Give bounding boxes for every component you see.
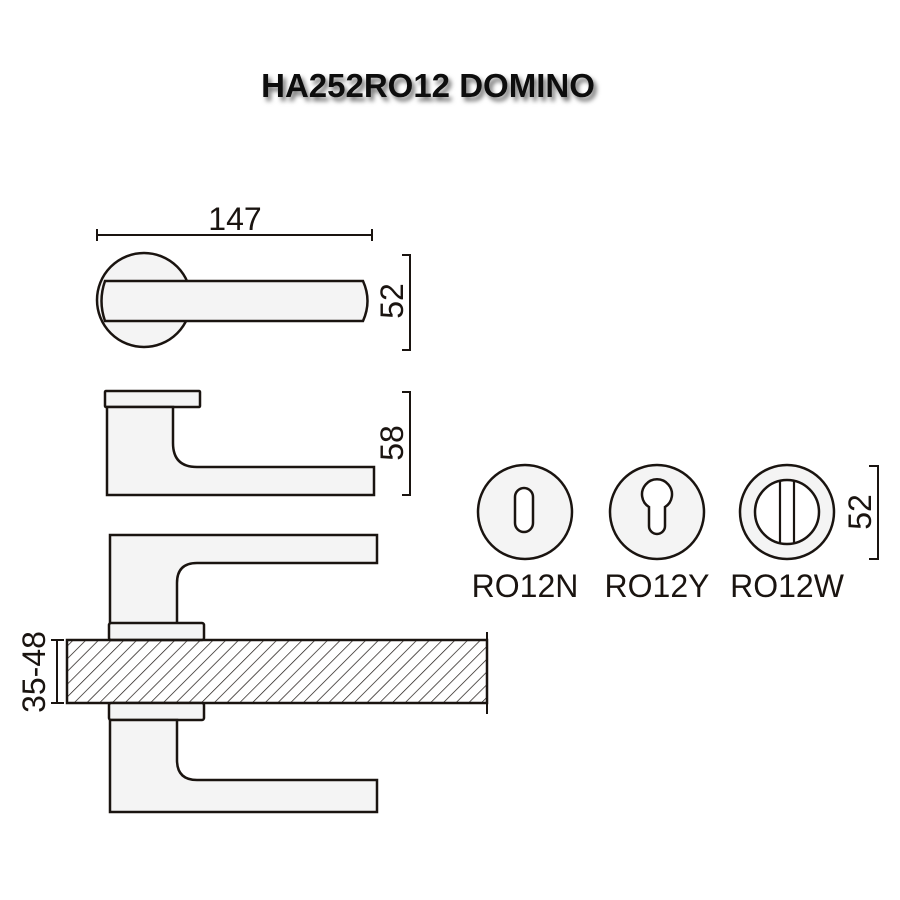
euro-cylinder-icon (640, 478, 674, 536)
rose-ro12y: RO12Y (605, 463, 710, 604)
dimension-door-label: 35-48 (16, 631, 52, 713)
dimension-147-label: 147 (208, 201, 261, 237)
dimension-line-rose-52 (869, 465, 879, 560)
door-assembly-view: 35-48 (16, 533, 489, 814)
rose-ro12w: RO12W (730, 463, 845, 604)
dimension-58-label: 58 (374, 425, 410, 461)
keyhole-icon (513, 486, 535, 534)
wc-turn-knob-icon (753, 478, 821, 546)
product-title: HA252RO12 DOMINO (261, 67, 595, 104)
lower-rose (107, 701, 206, 722)
upper-lever (108, 533, 379, 626)
dimension-52-label: 52 (374, 283, 410, 319)
rose-label: RO12W (730, 568, 845, 604)
side-view: 58 (103, 389, 411, 497)
lower-lever (108, 718, 379, 814)
top-view: 147 52 (95, 201, 411, 351)
dimension-line-58 (402, 391, 411, 496)
rose-label: RO12Y (605, 568, 710, 604)
rose-side-view (103, 389, 202, 409)
dimension-rose-52-label: 52 (842, 494, 878, 530)
rose-ro12n: RO12N (472, 463, 579, 604)
lever-top-view (100, 279, 369, 323)
rose-label: RO12N (472, 568, 579, 604)
lever-side-view (105, 405, 376, 497)
dimension-line-147 (96, 229, 373, 241)
upper-rose (107, 621, 206, 642)
dimension-line-52 (402, 254, 411, 351)
door-section-hatched (65, 638, 489, 705)
wc-turn-slot-icon (778, 481, 796, 543)
dimension-line-door (51, 639, 64, 704)
